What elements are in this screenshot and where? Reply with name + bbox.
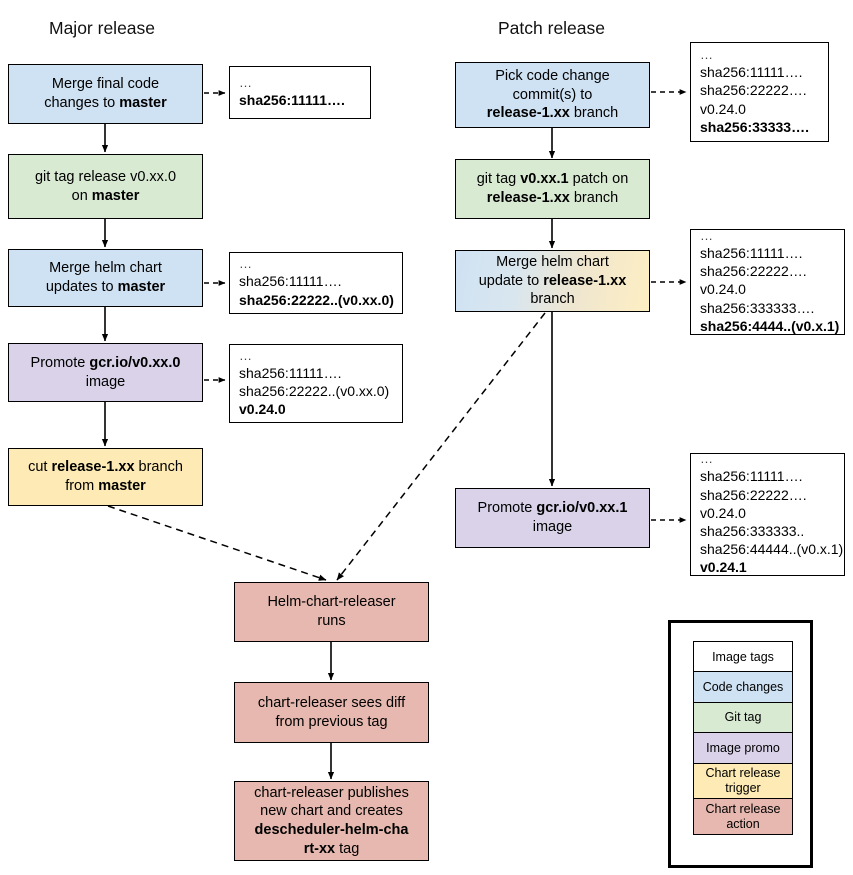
tagbox-line: sha256:11111…. xyxy=(700,468,803,485)
patch-release-title: Patch release xyxy=(498,18,606,38)
tagbox-line: sha256:44444..(v0.x.1) xyxy=(700,541,844,558)
tagbox-line: … xyxy=(239,256,253,272)
tagbox-line: sha256:11111…. xyxy=(700,64,803,81)
tagbox-line: sha256:11111…. xyxy=(700,245,803,262)
tagbox-line: v0.24.0 xyxy=(239,401,286,418)
tagbox-line: … xyxy=(239,347,253,363)
tagbox-line: v0.24.0 xyxy=(700,100,746,117)
tagbox-after-promote-image-major: … sha256:11111…. sha256:22222..(v0.xx.0)… xyxy=(229,344,403,423)
tagbox-line: sha256:333333…. xyxy=(700,299,815,316)
legend-item-label: Code changes xyxy=(702,679,784,694)
tagbox-after-merge-final-code: … sha256:11111…. xyxy=(229,66,371,119)
tagbox-line: … xyxy=(700,228,714,244)
tagbox-line: sha256:22222..(v0.xx.0) xyxy=(239,291,394,308)
legend-item-chart-release-trigger: Chart release trigger xyxy=(693,762,793,800)
tagbox-line: sha256:333333.. xyxy=(700,523,805,539)
legend-item-code-changes: Code changes xyxy=(693,671,793,704)
tagbox-line: sha256:22222…. xyxy=(700,486,807,503)
legend-item-git-tag: Git tag xyxy=(693,701,793,734)
legend-item-image-promo: Image promo xyxy=(693,732,793,765)
tagbox-line: sha256:11111…. xyxy=(239,364,342,381)
legend-item-label: Chart release action xyxy=(705,801,781,831)
legend-items: Image tags Code changes Git tag Image pr… xyxy=(693,641,793,836)
tagbox-line: … xyxy=(239,74,253,90)
legend-panel: Image tags Code changes Git tag Image pr… xyxy=(668,620,813,868)
tagbox-line: sha256:11111…. xyxy=(239,273,342,290)
legend-item-label: Git tag xyxy=(724,710,762,725)
legend-item-label: Image tags xyxy=(712,649,774,664)
tagbox-line: … xyxy=(700,47,714,63)
edge-cut-branch-to-helm-releaser xyxy=(107,505,327,581)
major-release-title: Major release xyxy=(49,18,156,38)
tagbox-line: v0.24.1 xyxy=(700,559,747,576)
tagbox-line: sha256:22222…. xyxy=(700,82,807,99)
tagbox-line: sha256:4444..(v0.x.1) xyxy=(700,317,840,334)
tagbox-line: v0.24.0 xyxy=(700,504,746,521)
tagbox-after-promote-image-patch: … sha256:11111…. sha256:22222…. v0.24.0 … xyxy=(690,451,845,576)
tagbox-line: … xyxy=(700,451,714,467)
tagbox-after-merge-helm-chart-master: … sha256:11111…. sha256:22222..(v0.xx.0) xyxy=(229,252,403,314)
legend-item-chart-release-action: Chart release action xyxy=(693,798,793,836)
tagbox-line: sha256:22222…. xyxy=(700,263,807,280)
tagbox-line: sha256:22222..(v0.xx.0) xyxy=(239,382,390,399)
legend-item-label: Chart release trigger xyxy=(705,766,781,796)
legend-item-label: Image promo xyxy=(706,740,780,755)
tagbox-line: sha256:33333…. xyxy=(700,118,809,135)
tagbox-after-merge-helm-chart-release-branch: … sha256:11111…. sha256:22222…. v0.24.0 … xyxy=(690,229,845,335)
tagbox-after-pick-code-change: … sha256:11111…. sha256:22222…. v0.24.0 … xyxy=(690,42,829,142)
legend-item-image-tags: Image tags xyxy=(693,641,793,673)
tagbox-line: sha256:11111…. xyxy=(239,91,345,108)
tagbox-line: v0.24.0 xyxy=(700,281,746,298)
